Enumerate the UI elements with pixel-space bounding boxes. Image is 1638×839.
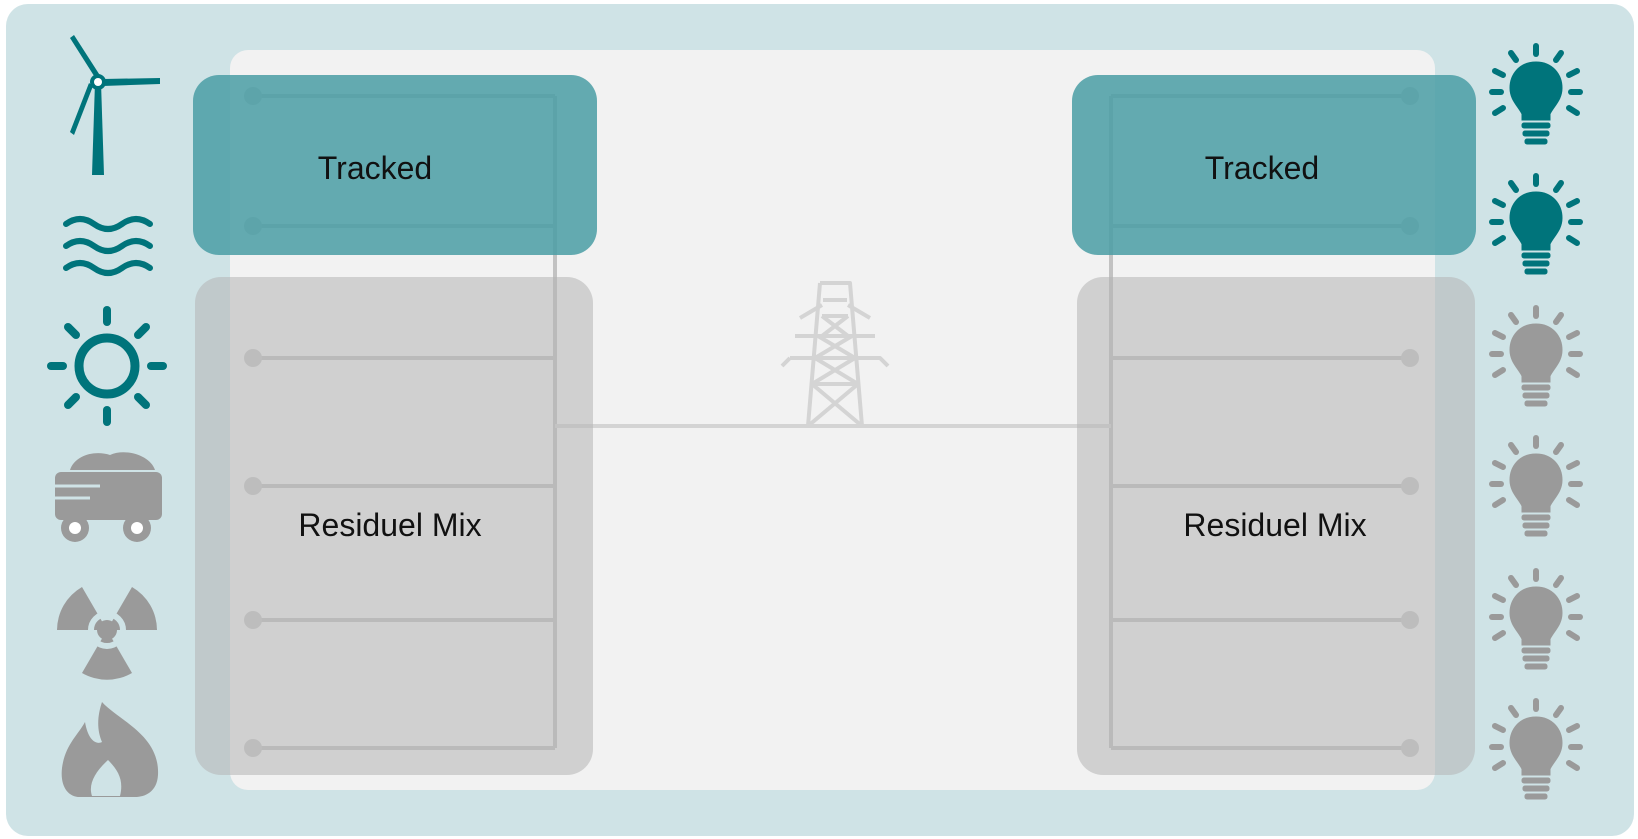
transmission-tower-icon [780,281,890,428]
hydro-waves-icon [63,216,153,276]
right-residual-box [1077,277,1475,775]
wind-turbine-icon [70,35,160,175]
nuclear-icon [57,587,157,680]
coal-cart-icon [55,452,162,542]
fire-icon [61,702,159,797]
right-tracked-box [1072,75,1476,255]
left-residual-box [195,277,593,775]
left-tracked-box [193,75,597,255]
left-tracked-label: Tracked [318,150,432,186]
right-tracked-label: Tracked [1205,150,1319,186]
sun-icon [47,306,167,426]
right-residual-label: Residuel Mix [1183,507,1366,543]
left-residual-label: Residuel Mix [298,507,481,543]
